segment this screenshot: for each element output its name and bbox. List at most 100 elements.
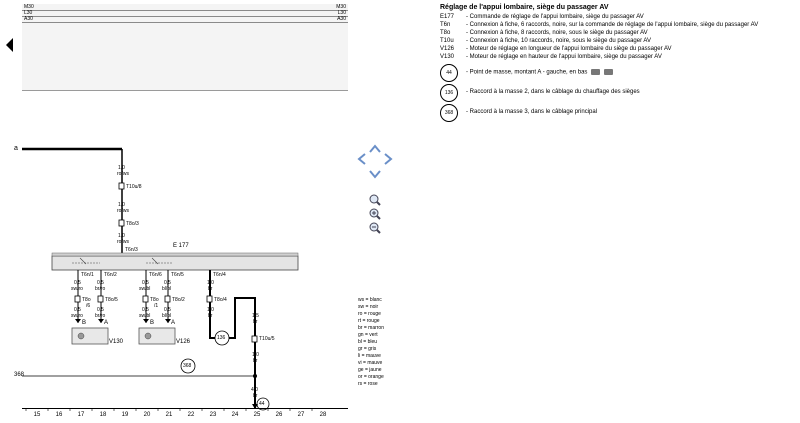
terminal-label: B <box>150 320 155 326</box>
wire-gauge: 1,0 <box>118 165 125 171</box>
connector-label: T10u/8 <box>126 184 142 190</box>
wire-gauge: 0,5 <box>97 307 104 313</box>
wire-gauge: 0,5 <box>142 280 149 286</box>
header-label-left: L30 <box>24 10 33 16</box>
zoom-out-icon[interactable] <box>369 221 381 234</box>
wire-gauge: 0,5 <box>74 280 81 286</box>
wire-gauge: 0,5 <box>142 307 149 313</box>
column-number: 15 <box>33 412 41 418</box>
color-key-item: rs = rose <box>358 381 378 387</box>
column-number: 16 <box>55 412 63 418</box>
wire-color: br <box>253 358 258 364</box>
wire-gauge: 0,5 <box>74 307 81 313</box>
wire-color: ro/ws <box>117 239 129 245</box>
wire-gauge: 1,0 <box>252 352 259 358</box>
ground-44-label: 44 <box>259 401 265 407</box>
ground-symbol: 44 <box>440 64 458 82</box>
legend-code: E177 <box>440 14 455 20</box>
legend-title: Réglage de l'appui lombaire, siège du pa… <box>440 4 609 11</box>
color-key-item: li = mauve <box>358 353 381 359</box>
legend-desc: - Commande de réglage de l'appui lombair… <box>466 14 644 20</box>
wire-color: bl/bl <box>162 313 172 319</box>
header-line-1 <box>22 10 348 11</box>
wire-color: sw/ro <box>71 286 83 292</box>
color-key-item: bl = bleu <box>358 339 378 345</box>
legend-desc: - Raccord à la masse 3, dans le câblage … <box>466 109 598 115</box>
motor-v126-label: V126 <box>176 339 191 345</box>
column-number: 26 <box>275 412 283 418</box>
wire-color: br <box>208 286 213 292</box>
connector-label: T8o/2 <box>172 297 185 303</box>
collapse-left-arrow-icon[interactable] <box>6 38 14 52</box>
header-label-right: M30 <box>336 4 346 10</box>
header-label-left: M30 <box>24 4 34 10</box>
zoom-in-icon[interactable] <box>369 207 381 220</box>
pin-label: T6n/1 <box>81 272 94 278</box>
wire-color: ro/ws <box>117 171 129 177</box>
wire-gauge: 1,0 <box>207 280 214 286</box>
color-key-item: vi = mauve <box>358 360 383 366</box>
motor-v130-label: V130 <box>109 339 124 345</box>
connector-label: T8o <box>150 297 159 303</box>
wire-color: ro/ws <box>117 208 129 214</box>
legend-desc: - Connexion à fiche, 6 raccords, noire, … <box>466 22 759 28</box>
footer-rule <box>22 408 348 409</box>
ground-symbol: 136 <box>440 84 458 102</box>
legend-code: V130 <box>440 54 455 60</box>
connector-label: T8o/5 <box>105 297 118 303</box>
wire-gauge: 0,5 <box>97 280 104 286</box>
color-key-item: sw = noir <box>358 304 379 310</box>
ground-368-label: 368 <box>183 363 192 369</box>
wiring-diagram <box>22 147 313 411</box>
column-number: 24 <box>231 412 239 418</box>
wire-gauge: 1,0 <box>118 233 125 239</box>
legend-code: T10u <box>440 38 454 44</box>
connector-sub: /1 <box>154 303 159 309</box>
pin-label: T6n/2 <box>104 272 117 278</box>
legend-desc: - Connexion à fiche, 10 raccords, noire,… <box>466 38 651 44</box>
column-number: 21 <box>165 412 173 418</box>
connector-label: T10u/5 <box>259 336 275 342</box>
connector-label: T6n/3 <box>125 247 138 253</box>
pan-right-icon[interactable] <box>384 152 393 165</box>
wire-gauge: 1,0 <box>207 307 214 313</box>
legend-desc: - Moteur de réglage en longueur de l'app… <box>466 46 672 52</box>
wire-gauge: 0,5 <box>164 307 171 313</box>
terminal-label: A <box>104 320 109 326</box>
wire-color: bl/bl <box>162 286 172 292</box>
camera-icon[interactable] <box>591 69 601 75</box>
connector-label: T8o <box>82 297 91 303</box>
column-number: 17 <box>77 412 85 418</box>
column-number: 19 <box>121 412 129 418</box>
wire-color: sw/bl <box>139 286 151 292</box>
connector-label: T8o/4 <box>214 297 227 303</box>
column-number: 20 <box>143 412 151 418</box>
header-label-right: A30 <box>337 16 346 22</box>
wire-gauge: 1,5 <box>252 313 259 319</box>
legend-desc: - Moteur de réglage en hauteur de l'appu… <box>466 54 662 60</box>
color-key-item: gr = gris <box>358 346 377 352</box>
color-key-item: ge = jaune <box>358 367 382 373</box>
column-number: 23 <box>209 412 217 418</box>
pin-label: T6n/6 <box>149 272 162 278</box>
legend-code: T6n <box>440 22 451 28</box>
legend-desc: - Point de masse, montant A - gauche, en… <box>466 69 588 76</box>
zoom-reset-icon[interactable] <box>369 193 381 206</box>
color-key-item: rt = rouge <box>358 318 380 324</box>
header-label-left: A30 <box>24 16 33 22</box>
wire-color: br <box>208 313 213 319</box>
wire-color: sw/ro <box>71 313 83 319</box>
color-key-item: br = marron <box>358 325 384 331</box>
legend-code: T8o <box>440 30 451 36</box>
camera-icon[interactable] <box>603 69 613 75</box>
legend-code: V126 <box>440 46 455 52</box>
header-line-3 <box>22 22 348 23</box>
column-number: 27 <box>297 412 305 418</box>
pan-up-icon[interactable] <box>369 140 381 153</box>
pan-left-icon[interactable] <box>357 152 366 165</box>
wire-color: br <box>253 393 258 399</box>
pan-down-icon[interactable] <box>369 166 381 179</box>
column-number: 28 <box>319 412 327 418</box>
ground-136-label: 136 <box>217 335 226 341</box>
column-number: 18 <box>99 412 107 418</box>
